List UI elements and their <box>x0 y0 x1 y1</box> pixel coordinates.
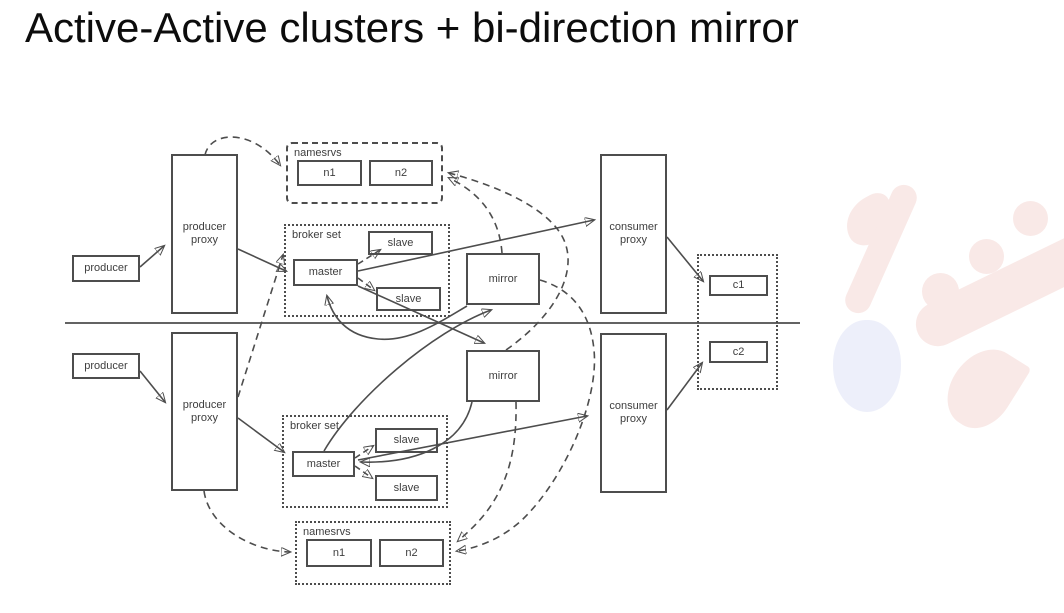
node-producer-proxy-top: producer proxy <box>171 154 238 314</box>
edge-mirror-top-to-namesrvs-top <box>449 178 503 254</box>
node-namesrv-n1-bottom: n1 <box>306 539 372 567</box>
node-consumer-c2: c2 <box>709 341 768 363</box>
node-slave-bottom-1: slave <box>375 428 438 453</box>
node-consumer-c1: c1 <box>709 275 768 296</box>
group-namesrvs-bottom-label: namesrvs <box>303 526 351 538</box>
edge-mirror-top-to-namesrvs-bottom <box>457 279 596 551</box>
node-producer-proxy-bottom: producer proxy <box>171 332 238 491</box>
node-consumer-proxy-top: consumer proxy <box>600 154 667 314</box>
edge-proxy-bottom-to-namesrvs-bottom <box>203 490 290 552</box>
node-master-bottom: master <box>292 451 355 477</box>
group-consumers <box>697 254 778 390</box>
node-master-top: master <box>293 259 358 286</box>
node-consumer-proxy-bottom: consumer proxy <box>600 333 667 493</box>
node-producer-bottom: producer <box>72 353 140 379</box>
logo-blue-blob-shape <box>833 320 901 412</box>
edge-proxy-bottom-to-master <box>237 417 284 452</box>
edge-producer-bottom-to-proxy <box>139 370 165 402</box>
logo-dot-shape <box>969 239 1004 274</box>
page-title: Active-Active clusters + bi-direction mi… <box>25 4 799 51</box>
node-slave-top-1: slave <box>368 231 433 255</box>
node-namesrv-n2-top: n2 <box>369 160 433 186</box>
logo-teardrop-shape <box>934 335 1032 441</box>
node-mirror-bottom: mirror <box>466 350 540 402</box>
group-broker-set-bottom-label: broker set <box>290 420 339 432</box>
group-namesrvs-top-label: namesrvs <box>294 147 342 159</box>
node-slave-top-2: slave <box>376 287 441 311</box>
node-producer-top: producer <box>72 255 140 282</box>
edge-proxy-bottom-to-namesrvs-top <box>237 255 283 398</box>
edge-proxy-top-to-master <box>237 248 286 271</box>
logo-dot-shape <box>1013 201 1048 236</box>
group-namesrvs-bottom: namesrvs <box>295 521 451 585</box>
node-mirror-top: mirror <box>466 253 540 305</box>
group-broker-set-top-label: broker set <box>292 229 341 241</box>
node-namesrv-n1-top: n1 <box>297 160 362 186</box>
node-namesrv-n2-bottom: n2 <box>379 539 444 567</box>
group-namesrvs-top: namesrvs <box>286 142 443 204</box>
edge-mirror-bottom-to-namesrvs-bottom <box>458 401 517 541</box>
node-slave-bottom-2: slave <box>375 475 438 501</box>
edge-producer-top-to-proxy <box>139 246 164 268</box>
